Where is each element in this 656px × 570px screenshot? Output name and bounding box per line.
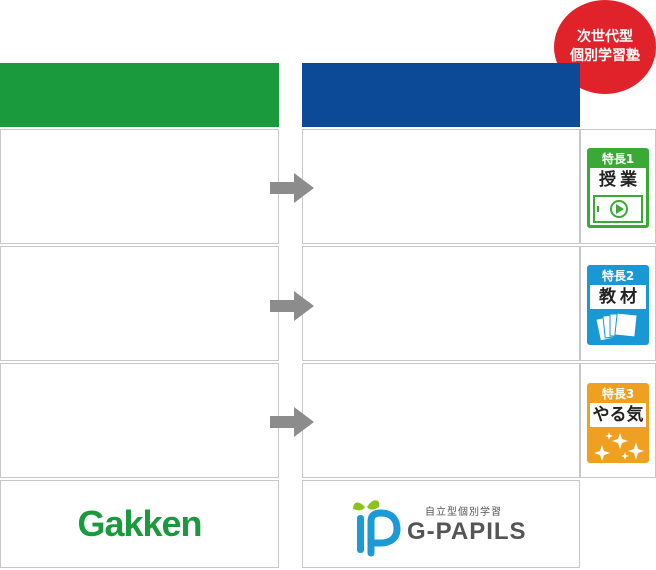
- gakken-logo: Gakken: [77, 503, 202, 544]
- badge-line-2: 個別学習塾: [570, 48, 640, 64]
- gpapils-subtitle: 自立型個別学習: [425, 507, 502, 518]
- comparison-left-cell-1: [0, 129, 279, 244]
- feature-title: 特長1: [601, 152, 635, 166]
- sparkles-icon: [590, 427, 646, 463]
- comparison-right-cell-2: [302, 246, 580, 361]
- feature-card-motivation: 特長3 やる気: [587, 383, 649, 463]
- feature-name: 授業: [599, 170, 641, 190]
- comparison-left-cell-3: [0, 363, 279, 478]
- feature-title: 特長2: [601, 269, 635, 283]
- feature-title: 特長3: [601, 387, 635, 401]
- arrow-right-icon: [270, 173, 314, 203]
- play-video-icon: [590, 192, 646, 225]
- comparison-right-cell-1: [302, 129, 580, 244]
- gakken-header: [0, 63, 279, 127]
- papers-icon: [590, 309, 646, 343]
- badge-line-1: 次世代型: [577, 29, 633, 45]
- feature-name: 教材: [599, 287, 641, 307]
- arrow-right-icon: [270, 407, 314, 437]
- feature-name: やる気: [592, 405, 644, 425]
- gpapils-logo-text: G-PAPILS: [407, 518, 527, 545]
- arrow-right-icon: [270, 291, 314, 321]
- feature-card-material: 特長2 教材: [587, 265, 649, 345]
- gpapils-header: [302, 63, 580, 127]
- gpapils-logo-cell: 自立型個別学習 G-PAPILS: [302, 480, 580, 568]
- comparison-right-cell-3: [302, 363, 580, 478]
- gakken-logo-cell: Gakken: [0, 480, 279, 568]
- feature-card-lesson: 特長1 授業: [587, 148, 649, 228]
- gpapils-leaf-icon: [353, 500, 401, 557]
- comparison-left-cell-2: [0, 246, 279, 361]
